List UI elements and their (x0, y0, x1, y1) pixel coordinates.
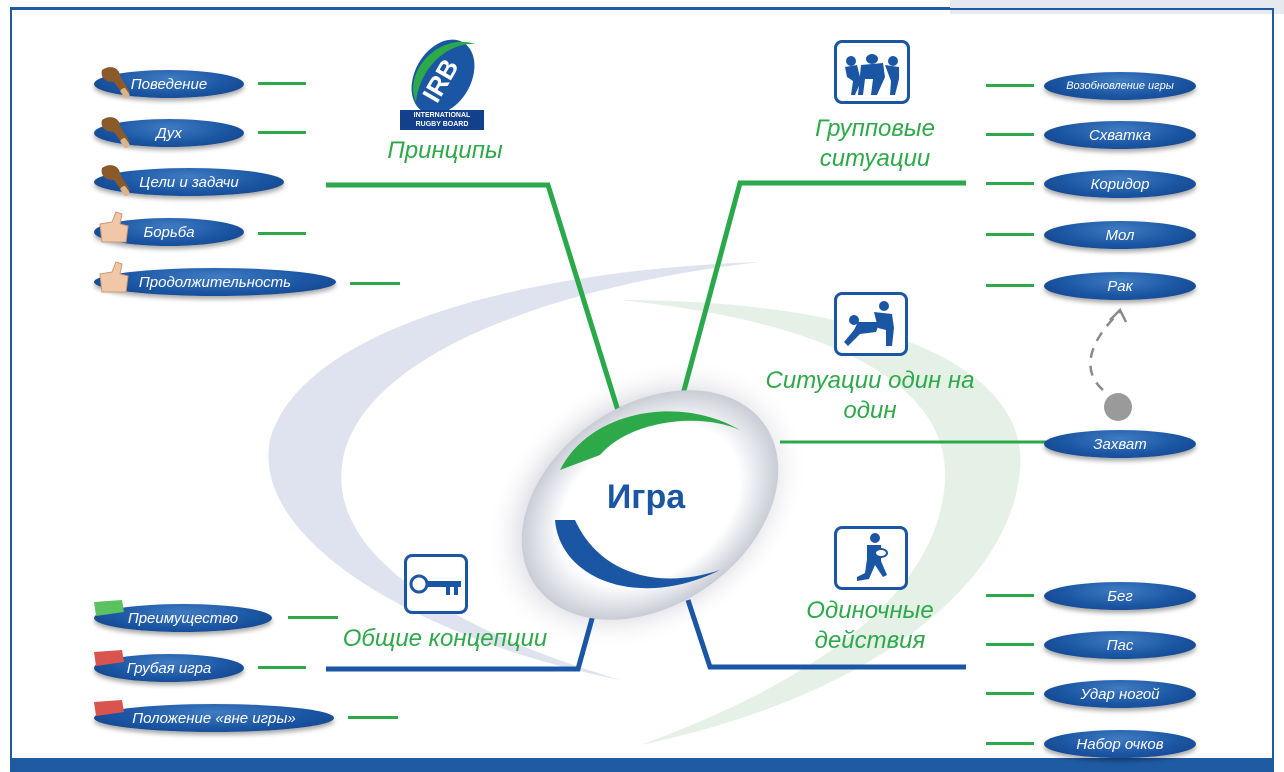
irb-caption: INTERNATIONAL RUGBY BOARD (400, 110, 484, 130)
blue-swoosh (268, 262, 760, 680)
dash-conduct (258, 82, 306, 85)
irb-logo: IRB (411, 39, 476, 115)
skin-thumb-icon (99, 261, 129, 293)
brown-thumb-icon (101, 67, 130, 99)
pill-maul[interactable]: Мол (1044, 221, 1196, 249)
dash-ruck (986, 284, 1034, 287)
dash-foul-play (258, 666, 306, 669)
tackle-players-icon (834, 292, 908, 356)
heading-group-situations: Групповые ситуации (815, 115, 935, 172)
dash-advantage (288, 616, 338, 619)
dash-lineout (986, 182, 1034, 185)
pill-ruck[interactable]: Рак (1044, 272, 1196, 300)
heading-single-actions: Одиночные действия (806, 597, 934, 654)
dash-scoring (986, 742, 1034, 745)
red-flag-icon (94, 700, 124, 716)
center-label: Игра (606, 478, 686, 516)
key-icon (404, 554, 468, 614)
ball-blue-arc (555, 520, 720, 589)
pill-lineout[interactable]: Коридор (1044, 170, 1196, 198)
dash-scrum (986, 133, 1034, 136)
pill-restart[interactable]: Возобновление игры (1044, 72, 1196, 100)
group-connector (673, 180, 966, 421)
pill-offside[interactable]: Положение «вне игры» (94, 704, 334, 732)
pill-advantage[interactable]: Преимущество (94, 604, 272, 632)
principles-connector (326, 182, 627, 431)
diagram-frame (10, 8, 1274, 762)
red-flag-icon (94, 650, 124, 666)
dash-pass (986, 643, 1034, 646)
pill-run[interactable]: Бег (1044, 582, 1196, 610)
dash-spirit (258, 131, 306, 134)
top-bar (0, 0, 1284, 8)
heading-principles: Принципы (387, 137, 503, 164)
ruck-dashed-arrow (1089, 311, 1121, 391)
dash-run (986, 594, 1034, 597)
top-right-tab (950, 0, 1284, 14)
brown-thumb-icon (101, 117, 130, 149)
dash-offside (348, 716, 398, 719)
brown-thumb-icon (101, 165, 130, 197)
dash-duration (350, 282, 400, 285)
heading-one-on-one: Ситуации один на один (765, 367, 975, 424)
green-swoosh (620, 300, 1021, 745)
heading-general-concepts: Общие концепции (342, 625, 548, 652)
dash-restart (986, 84, 1034, 87)
pill-scrum[interactable]: Схватка (1044, 121, 1196, 149)
green-flag-icon (94, 600, 124, 616)
pill-pass[interactable]: Пас (1044, 631, 1196, 659)
group-players-icon (834, 40, 910, 104)
pill-duration[interactable]: Продолжительность (94, 268, 336, 296)
ruck-marker-dot (1104, 393, 1132, 421)
pill-scoring[interactable]: Набор очков (1044, 730, 1196, 758)
dash-maul (986, 233, 1034, 236)
pill-tackle[interactable]: Захват (1044, 430, 1196, 458)
bottom-border-line (10, 758, 1274, 772)
dash-kick (986, 692, 1034, 695)
pill-kick[interactable]: Удар ногой (1044, 680, 1196, 708)
single-connector (685, 599, 966, 670)
ruck-arrow-head (1109, 307, 1128, 323)
runner-icon (834, 526, 908, 590)
skin-thumb-icon (99, 211, 129, 243)
ball-green-arc (560, 411, 740, 470)
dash-contest (258, 232, 306, 235)
